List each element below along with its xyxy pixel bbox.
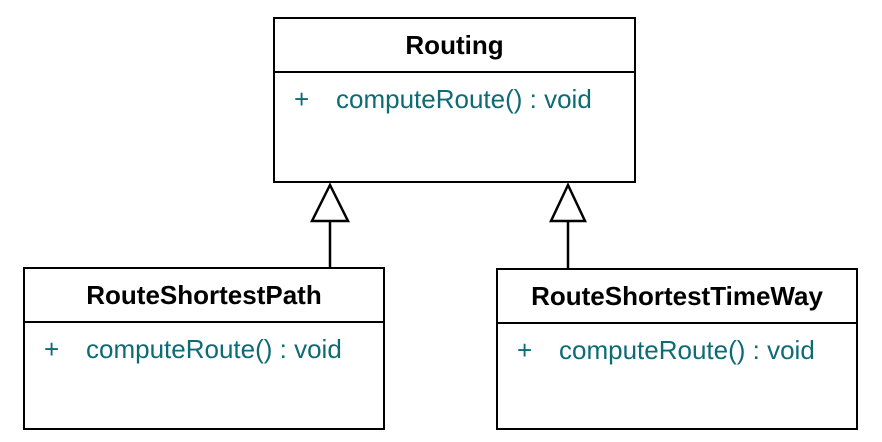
class-box-routeshortesttimeway[interactable]: RouteShortestTimeWay + computeRoute() : …: [496, 268, 858, 430]
class-name-routing: Routing: [275, 19, 634, 73]
visibility-public-symbol: +: [294, 84, 310, 114]
class-name-routeshortesttimeway: RouteShortestTimeWay: [498, 270, 856, 324]
visibility-public-symbol: +: [517, 335, 533, 365]
method-row: + computeRoute() : void: [44, 334, 375, 364]
method-row: + computeRoute() : void: [517, 335, 848, 365]
generalization-edge-routeshortestpath-to-routing[interactable]: [309, 182, 351, 267]
class-name-routeshortestpath: RouteShortestPath: [25, 269, 383, 323]
hollow-triangle-arrowhead-icon: [549, 182, 587, 223]
methods-compartment-routeshortesttimeway: + computeRoute() : void: [498, 324, 856, 365]
class-box-routing[interactable]: Routing + computeRoute() : void: [273, 17, 636, 183]
methods-compartment-routing: + computeRoute() : void: [275, 73, 634, 114]
methods-compartment-routeshortestpath: + computeRoute() : void: [25, 323, 383, 364]
class-box-routeshortestpath[interactable]: RouteShortestPath + computeRoute() : voi…: [23, 267, 385, 430]
visibility-public-symbol: +: [44, 334, 60, 364]
generalization-edge-routeshortesttimeway-to-routing[interactable]: [549, 182, 587, 268]
method-row: + computeRoute() : void: [294, 84, 626, 114]
method-signature: computeRoute() : void: [86, 334, 342, 364]
method-signature: computeRoute() : void: [559, 335, 815, 365]
hollow-triangle-arrowhead-icon: [309, 182, 351, 223]
method-signature: computeRoute() : void: [336, 84, 592, 114]
